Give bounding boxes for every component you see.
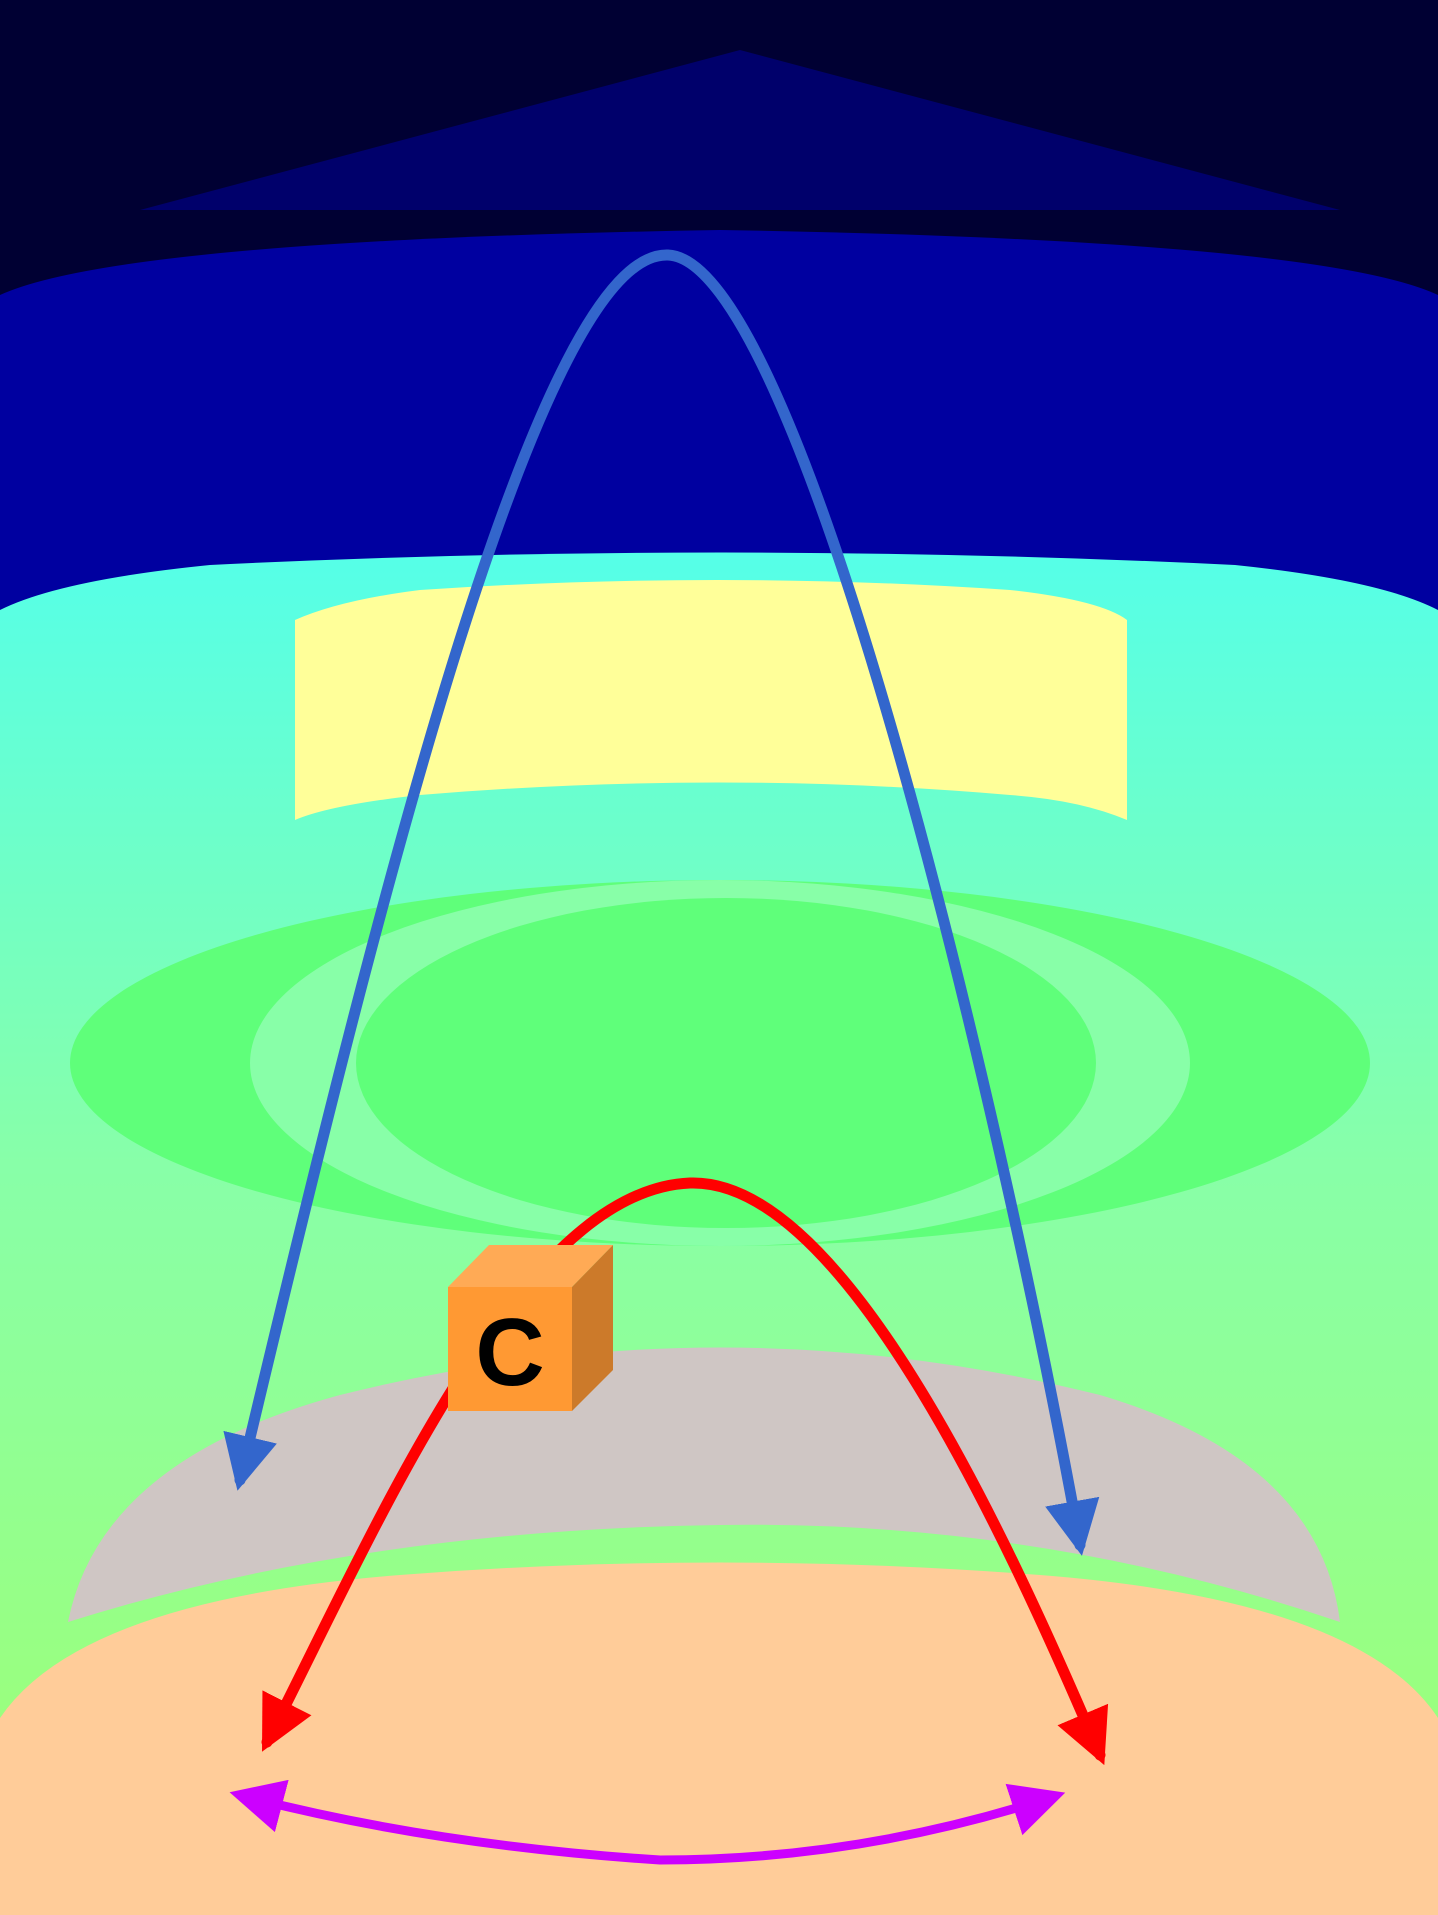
red-arc-arrow	[261, 1177, 1109, 1766]
magenta-double-arrow	[229, 1779, 1066, 1865]
cube-front-face	[448, 1287, 572, 1411]
cube-top-face	[448, 1245, 613, 1287]
inner-green-ellipse	[356, 898, 1096, 1228]
blue-arc-arrow	[223, 249, 1100, 1556]
upper-blue-layer	[0, 230, 1438, 650]
top-roof-shape	[140, 50, 1340, 210]
cube-label: C	[475, 1299, 544, 1406]
yellow-band	[295, 580, 1127, 820]
cube-icon: C	[448, 1245, 613, 1411]
cube-side-face	[572, 1245, 613, 1411]
